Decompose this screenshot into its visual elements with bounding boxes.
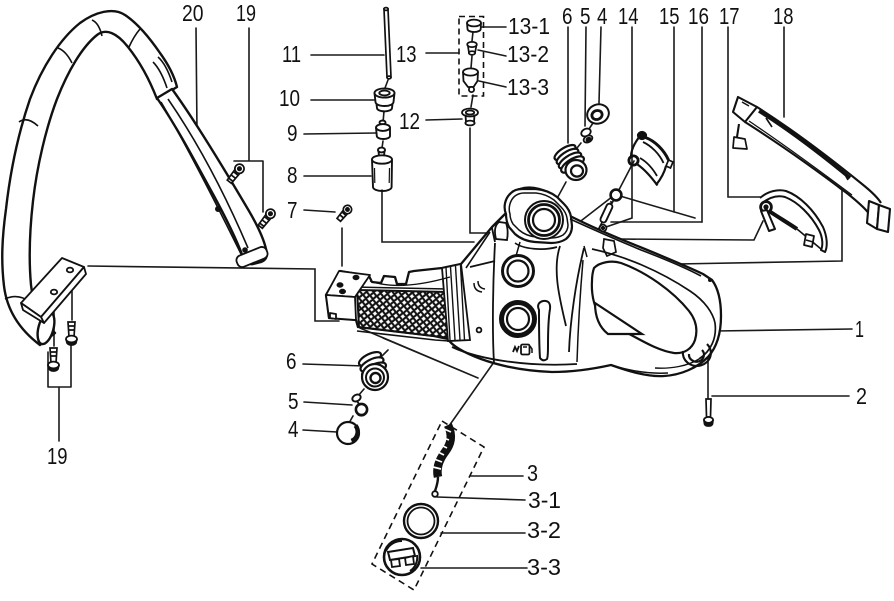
svg-text:19: 19 (236, 0, 256, 26)
svg-text:3: 3 (527, 460, 538, 486)
svg-text:11: 11 (282, 41, 301, 67)
svg-text:13-2: 13-2 (507, 41, 549, 67)
svg-text:3-1: 3-1 (528, 487, 561, 513)
svg-text:4: 4 (597, 3, 608, 29)
svg-text:13: 13 (396, 41, 417, 67)
svg-text:17: 17 (719, 3, 740, 29)
svg-text:12: 12 (399, 108, 420, 134)
svg-text:16: 16 (688, 3, 709, 29)
svg-text:20: 20 (182, 0, 204, 26)
svg-text:18: 18 (773, 3, 794, 29)
svg-text:6: 6 (286, 348, 297, 374)
svg-text:3-3: 3-3 (527, 554, 561, 580)
svg-text:14: 14 (618, 3, 639, 29)
svg-text:15: 15 (659, 3, 680, 29)
svg-text:3-2: 3-2 (527, 517, 561, 543)
svg-text:19: 19 (47, 443, 68, 469)
svg-text:1: 1 (855, 316, 864, 342)
svg-text:2: 2 (856, 383, 867, 409)
svg-text:8: 8 (287, 162, 298, 188)
svg-text:9: 9 (287, 120, 298, 146)
svg-text:13-3: 13-3 (507, 74, 549, 100)
svg-text:13-1: 13-1 (508, 13, 550, 39)
svg-text:10: 10 (279, 85, 300, 111)
svg-text:4: 4 (288, 416, 299, 442)
svg-text:6: 6 (562, 3, 573, 29)
svg-text:5: 5 (288, 388, 299, 414)
svg-text:7: 7 (287, 197, 298, 223)
svg-text:5: 5 (580, 3, 591, 29)
